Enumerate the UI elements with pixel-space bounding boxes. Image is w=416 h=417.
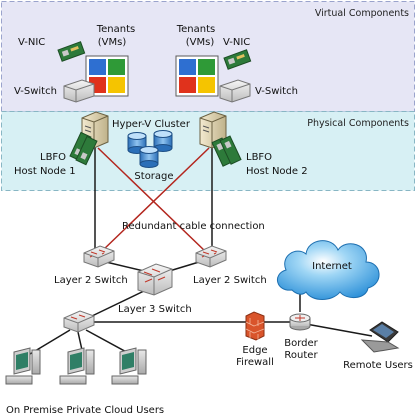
virtual-components-label: Virtual Components <box>315 8 409 19</box>
border-label: Border <box>284 338 318 349</box>
vm-tile-red <box>179 77 196 93</box>
firewall-label: Firewall <box>236 357 274 368</box>
vswitch-left-label: V-Switch <box>14 86 57 97</box>
tenants-right-label: Tenants <box>176 24 216 35</box>
laptop-icon <box>360 321 400 353</box>
tenants-left-label: Tenants <box>96 24 136 35</box>
network-card-icon <box>57 41 86 62</box>
vnic-right-label: V-NIC <box>223 37 250 48</box>
router-label: Router <box>284 350 318 361</box>
layer2-switch-right-label: Layer 2 Switch <box>193 275 267 286</box>
lbfo-left-label: LBFO <box>40 152 66 163</box>
network-switch-icon <box>195 245 227 268</box>
vm-tile-green <box>108 59 125 75</box>
vm-tile-green <box>198 59 215 75</box>
router-icon <box>289 313 311 331</box>
layer3-switch-label: Layer 3 Switch <box>118 304 192 315</box>
cloud-icon <box>277 240 380 300</box>
edge-label: Edge <box>242 345 267 356</box>
onprem-users-label: On Premise Private Cloud Users <box>6 405 164 416</box>
network-card-icon <box>223 49 252 70</box>
layer2-switch-left-label: Layer 2 Switch <box>54 275 128 286</box>
hyperv-cluster-label: Hyper-V Cluster <box>112 119 191 130</box>
desktop-computer-icon <box>111 347 147 385</box>
storage-label: Storage <box>134 171 173 182</box>
vm-tile-yellow <box>108 77 125 93</box>
host-node-1-label: Host Node 1 <box>14 166 76 177</box>
link-access-user2 <box>77 331 83 351</box>
vswitch-right-label: V-Switch <box>255 86 298 97</box>
vm-tile-blue <box>179 59 196 75</box>
network-switch-icon <box>137 263 173 296</box>
network-card-icon <box>75 135 98 166</box>
desktop-computer-icon <box>5 347 41 385</box>
firewall-icon <box>245 311 265 341</box>
tenants-left-sublabel: (VMs) <box>98 37 127 48</box>
network-switch-icon <box>63 310 95 333</box>
vm-tile-blue <box>89 59 106 75</box>
vnic-left-label: V-NIC <box>18 37 45 48</box>
link-access-user3 <box>85 329 131 355</box>
vm-tile-yellow <box>198 77 215 93</box>
link-router-remote <box>305 323 373 337</box>
redundant-link-host2-l2left <box>100 147 210 253</box>
link-l3-access <box>91 289 147 317</box>
internet-label: Internet <box>312 261 352 272</box>
desktop-computer-icon <box>59 347 95 385</box>
storage-disks-icon <box>127 130 173 168</box>
remote-users-label: Remote Users <box>343 360 413 371</box>
virtual-switch-icon <box>63 79 95 103</box>
network-switch-icon <box>83 245 115 268</box>
host-node-2-label: Host Node 2 <box>246 166 308 177</box>
network-card-icon <box>219 135 242 165</box>
tenants-right-sublabel: (VMs) <box>186 37 215 48</box>
redundant-link-host1-l2right <box>97 147 207 253</box>
redundant-cable-label: Redundant cable connection <box>122 221 265 232</box>
lbfo-right-label: LBFO <box>246 152 272 163</box>
tenant-vms-right <box>175 55 219 97</box>
virtual-switch-icon <box>219 79 251 103</box>
physical-components-label: Physical Components <box>307 118 409 129</box>
